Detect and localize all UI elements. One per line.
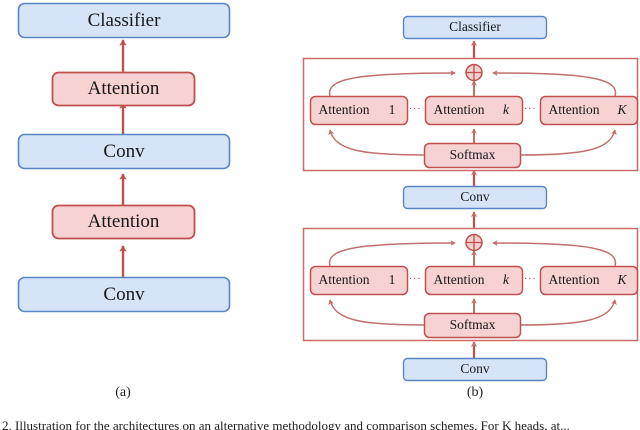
panel-b: Attention 1 ··· Attention k ··· Attentio…: [302, 15, 639, 400]
node-a-conv-bottom[interactable]: Conv: [17, 276, 231, 313]
node-a-classifier-box[interactable]: [17, 2, 231, 39]
node-b-classifier[interactable]: Classifier: [402, 15, 548, 40]
node-b-classifier-label: Classifier: [449, 19, 501, 34]
head-upper-K-box[interactable]: [539, 95, 639, 126]
head-lower-k-index: k: [503, 272, 510, 287]
node-b-conv-mid[interactable]: Conv: [402, 185, 548, 210]
node-b-conv-mid-box[interactable]: [402, 185, 548, 210]
head-lower-1-index: 1: [389, 272, 396, 287]
head-lower-K-box[interactable]: [539, 265, 639, 296]
sum-node-upper: [465, 63, 483, 82]
ellipsis-upper-right: ···: [524, 103, 537, 115]
ellipsis-upper-left: ···: [409, 103, 422, 115]
node-a-classifier[interactable]: Classifier: [17, 2, 231, 39]
node-a-conv-mid-label: Conv: [103, 141, 145, 162]
subfigure-label-a: (a): [115, 385, 131, 400]
head-upper-k-label: Attention: [434, 102, 485, 117]
head-lower-k-label: Attention: [434, 272, 485, 287]
head-upper-1[interactable]: Attention 1: [309, 95, 409, 126]
head-lower-1-label: Attention: [319, 272, 370, 287]
edge-upper-softmax-to-head-1: [328, 129, 425, 156]
head-upper-1-label: Attention: [319, 102, 370, 117]
ellipsis-lower-right: ···: [524, 273, 537, 285]
edge-lower-softmax-to-head-K: [519, 299, 617, 326]
edge-upper-head-1-to-sum: [328, 70, 456, 97]
node-a-attention-top-label: Attention: [88, 78, 160, 99]
figure-caption: 2. Illustration for the architectures on…: [2, 418, 570, 430]
head-upper-k-index: k: [503, 102, 510, 117]
node-b-conv-bottom-label: Conv: [460, 361, 490, 376]
edge-upper-head-K-to-sum: [492, 70, 617, 97]
ellipsis-lower-left: ···: [409, 273, 422, 285]
edge-upper-softmax-to-head-K: [519, 129, 617, 156]
node-a-attention-top-box[interactable]: [51, 71, 196, 107]
multi-head-block-lower: Attention 1 ··· Attention k ··· Attentio…: [302, 227, 639, 342]
edge-lower-head-K-to-sum: [492, 240, 617, 267]
softmax-upper-box[interactable]: [423, 142, 522, 169]
head-lower-k-box[interactable]: [424, 265, 524, 296]
subfigure-label-b: (b): [467, 385, 484, 400]
node-b-conv-mid-label: Conv: [460, 189, 490, 204]
node-a-conv-mid[interactable]: Conv: [17, 133, 231, 170]
node-b-conv-bottom-box[interactable]: [402, 357, 548, 382]
node-a-attention-bottom-box[interactable]: [51, 204, 196, 240]
node-a-attention-bottom[interactable]: Attention: [51, 204, 196, 240]
node-b-classifier-box[interactable]: [402, 15, 548, 40]
head-lower-K-index: K: [616, 272, 627, 287]
head-upper-K-label: Attention: [549, 102, 600, 117]
softmax-upper[interactable]: Softmax: [423, 142, 522, 169]
head-upper-K[interactable]: Attention K: [539, 95, 639, 126]
head-lower-1-box[interactable]: [309, 265, 409, 296]
head-lower-K[interactable]: Attention K: [539, 265, 639, 296]
softmax-lower-box[interactable]: [423, 312, 522, 339]
node-a-classifier-label: Classifier: [88, 10, 161, 31]
node-a-conv-bottom-label: Conv: [103, 284, 145, 305]
head-upper-K-index: K: [616, 102, 627, 117]
multi-head-block-upper: Attention 1 ··· Attention k ··· Attentio…: [302, 57, 639, 172]
head-lower-1[interactable]: Attention 1: [309, 265, 409, 296]
head-lower-K-label: Attention: [549, 272, 600, 287]
sum-node-lower: [465, 233, 483, 252]
edge-lower-softmax-to-head-1: [328, 299, 425, 326]
head-upper-1-box[interactable]: [309, 95, 409, 126]
node-b-conv-bottom[interactable]: Conv: [402, 357, 548, 382]
node-a-conv-mid-box[interactable]: [17, 133, 231, 170]
head-upper-k[interactable]: Attention k: [424, 95, 524, 126]
head-upper-1-index: 1: [389, 102, 396, 117]
head-upper-k-box[interactable]: [424, 95, 524, 126]
softmax-lower-label: Softmax: [450, 317, 496, 332]
head-lower-k[interactable]: Attention k: [424, 265, 524, 296]
softmax-upper-label: Softmax: [450, 147, 496, 162]
panel-a: Classifier Attention Conv Attention Conv: [17, 2, 231, 400]
softmax-lower[interactable]: Softmax: [423, 312, 522, 339]
node-a-conv-bottom-box[interactable]: [17, 276, 231, 313]
node-a-attention-top[interactable]: Attention: [51, 71, 196, 107]
edge-lower-head-1-to-sum: [328, 240, 456, 267]
node-a-attention-bottom-label: Attention: [88, 211, 160, 232]
